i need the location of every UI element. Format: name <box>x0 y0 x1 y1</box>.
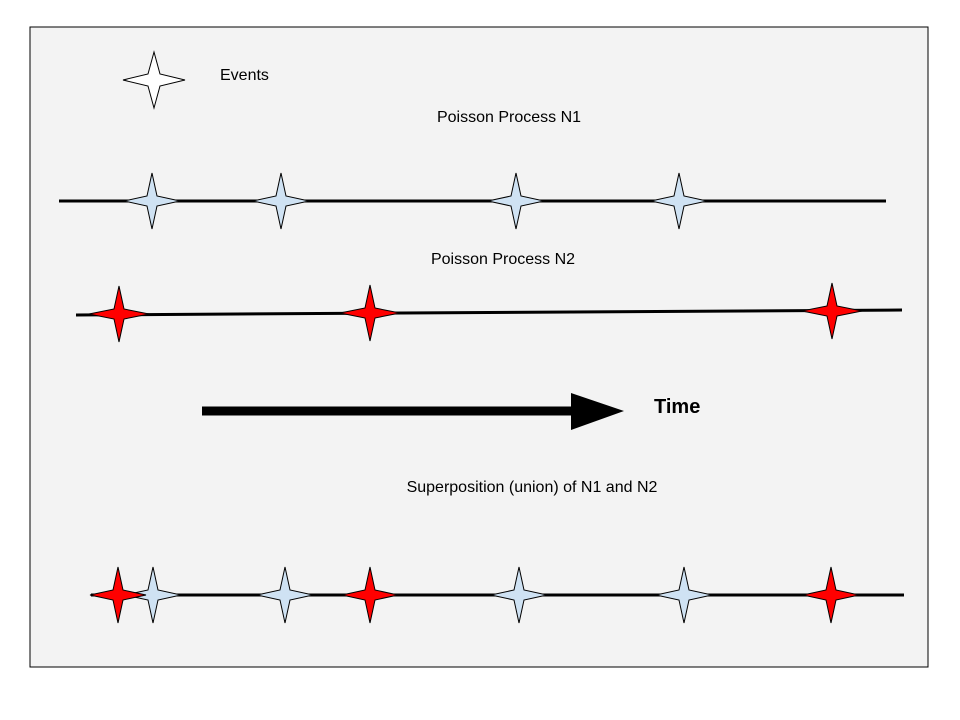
superposition-n2-event-star-icon <box>89 566 147 624</box>
legend-event-star-icon <box>122 50 186 110</box>
process-n1-title: Poisson Process N1 <box>437 109 581 126</box>
n2-event-star-icon <box>339 284 401 342</box>
time-label: Time <box>654 396 700 418</box>
diagram-panel <box>29 26 929 668</box>
superposition-n1-event-star-icon <box>655 566 713 624</box>
n1-event-star-icon <box>252 172 310 230</box>
superposition-title: Superposition (union) of N1 and N2 <box>407 479 658 496</box>
process-n2-title: Poisson Process N2 <box>431 251 575 268</box>
superposition-n1-event-star-icon <box>256 566 314 624</box>
superposition-n2-event-star-icon <box>802 566 860 624</box>
superposition-n2-event-star-icon <box>341 566 399 624</box>
time-arrow-head <box>571 393 624 430</box>
process-n1-events <box>123 172 708 230</box>
n2-event-star-icon <box>801 282 863 340</box>
process-n2-events <box>88 282 863 343</box>
n1-event-star-icon <box>650 172 708 230</box>
superposition-n1-event-star-icon <box>490 566 548 624</box>
n2-event-star-icon <box>88 285 150 343</box>
n1-event-star-icon <box>487 172 545 230</box>
superposition-events <box>89 566 860 624</box>
superposition-n1-event-star-icon <box>124 566 182 624</box>
n1-event-star-icon <box>123 172 181 230</box>
legend-events-label: Events <box>220 67 269 84</box>
legend-event-star-icon <box>122 50 186 110</box>
process-n2-timeline <box>75 308 903 317</box>
